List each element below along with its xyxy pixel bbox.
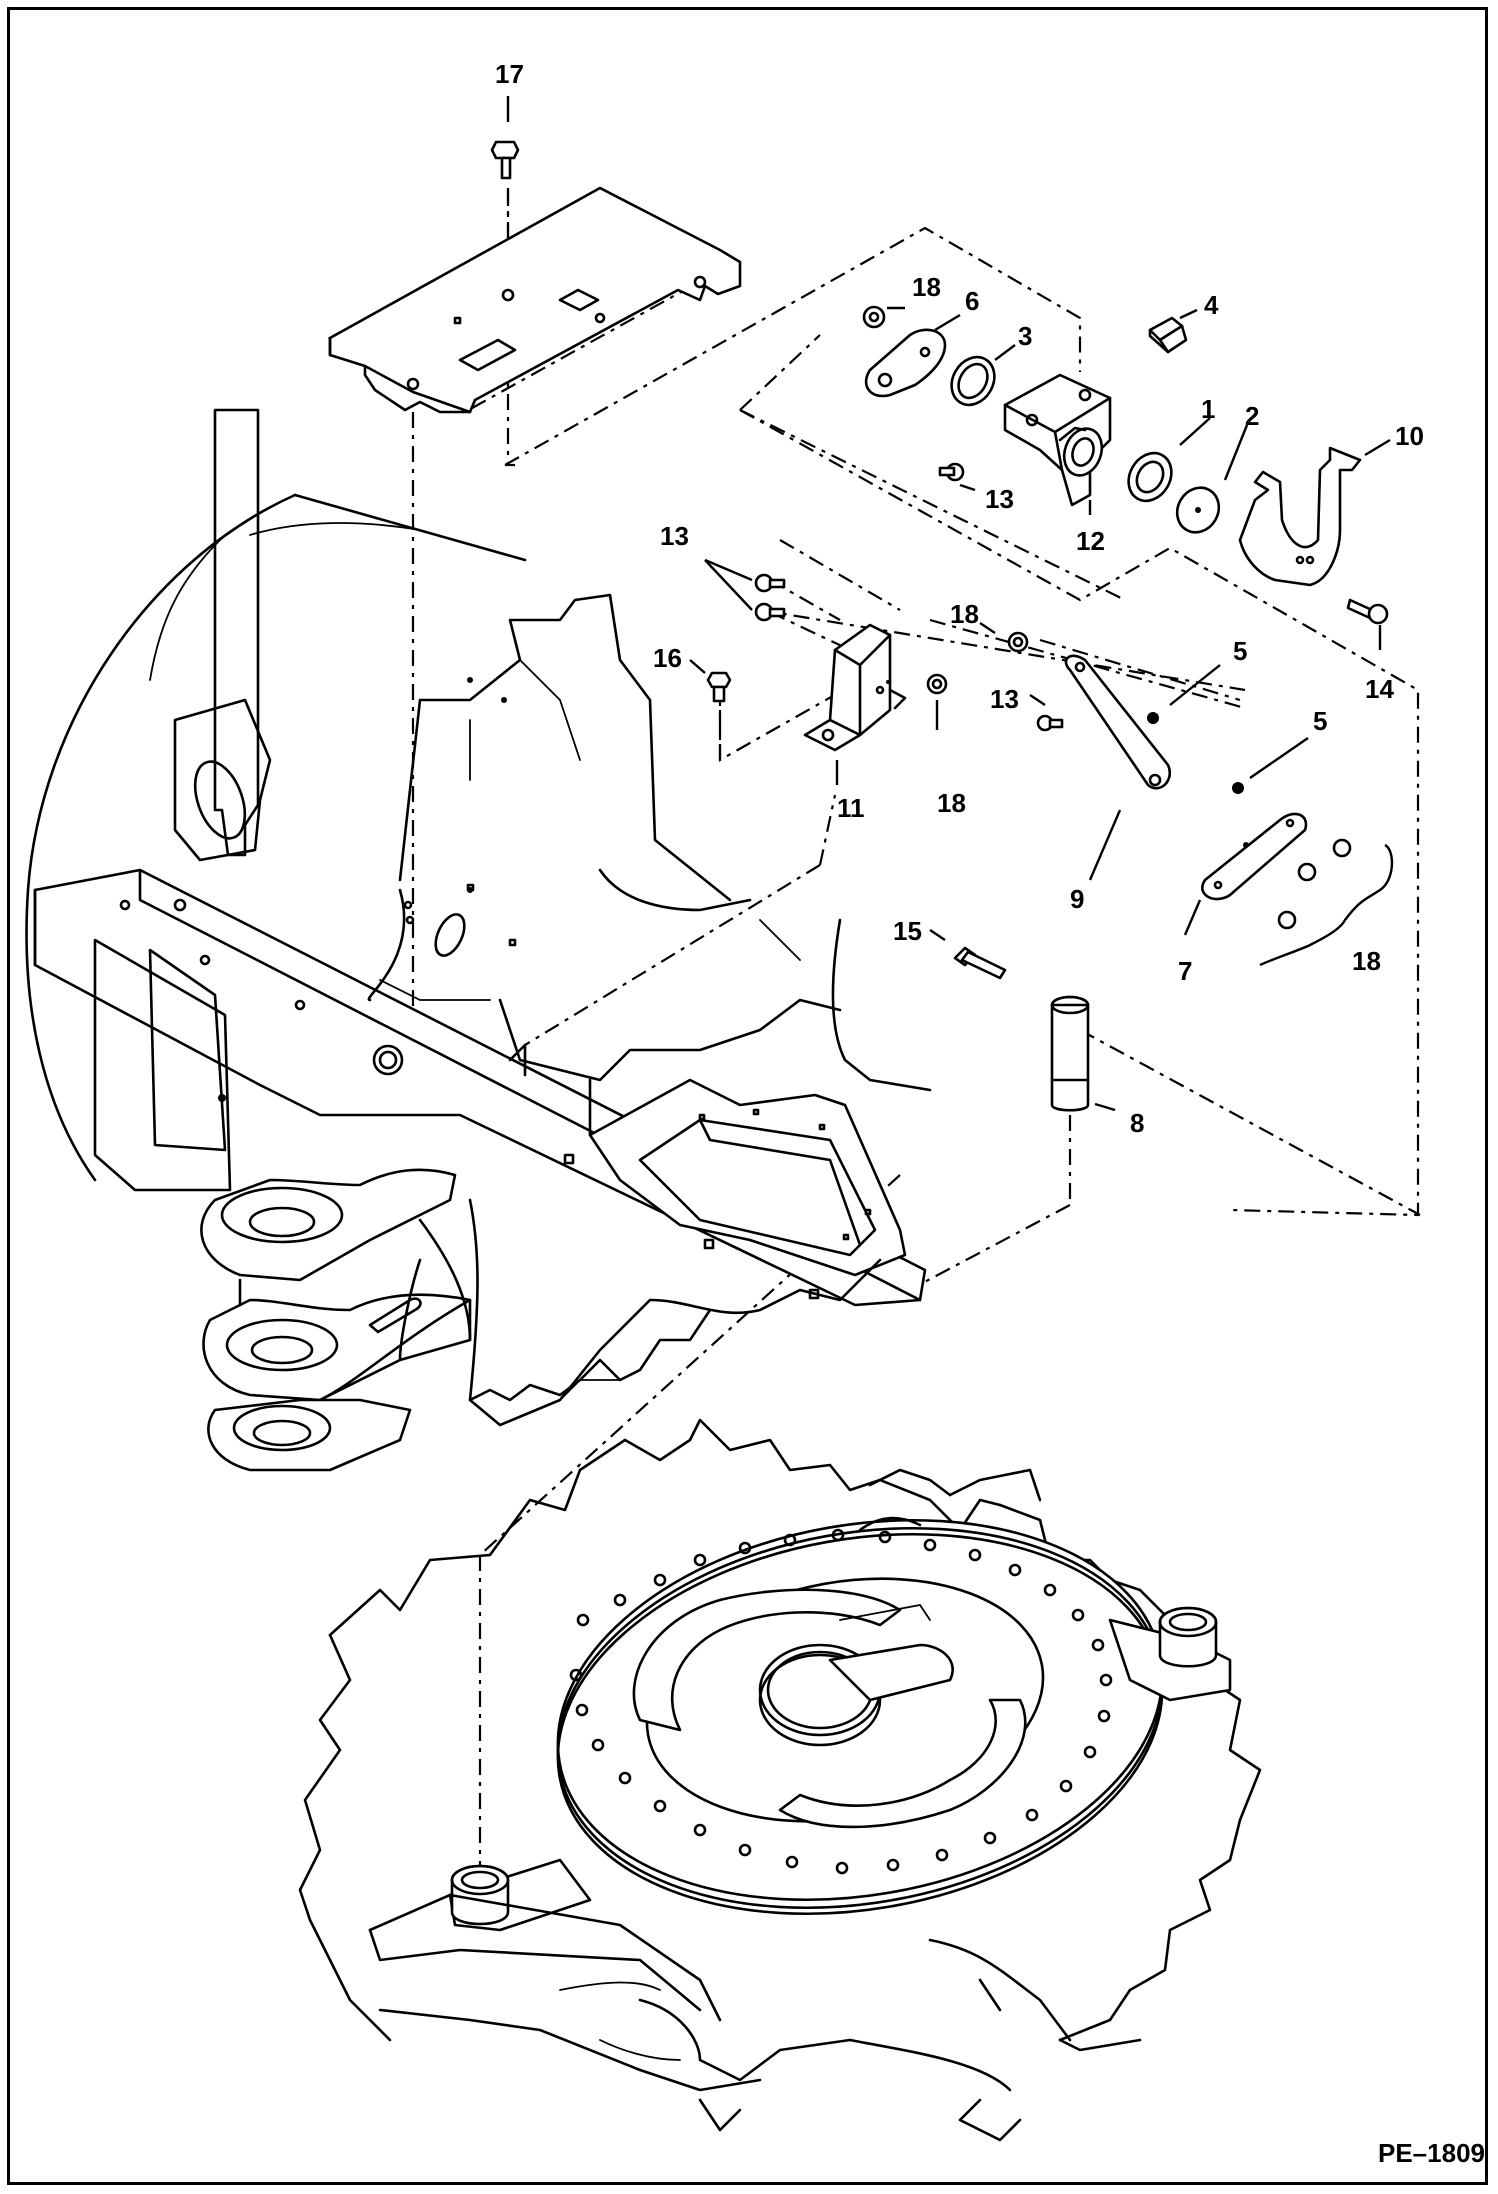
ring-bolt-holes (569, 1528, 1113, 1875)
callout-5: 5 (1313, 706, 1327, 736)
bracket-11 (803, 623, 907, 752)
upper-frame (25, 408, 932, 1472)
nut-18b (1007, 631, 1029, 653)
bolt-13b (938, 462, 965, 482)
callout-15: 15 (893, 916, 922, 946)
callout-18: 18 (1352, 946, 1381, 976)
callout-18: 18 (950, 599, 979, 629)
callout-13: 13 (985, 484, 1014, 514)
nuts-18d (1277, 838, 1352, 930)
pin-5a (1147, 712, 1159, 724)
callout-2: 2 (1245, 401, 1259, 431)
bracket-10 (1238, 446, 1362, 587)
callout-18: 18 (912, 272, 941, 302)
callout-16: 16 (653, 643, 682, 673)
nut-18c (926, 673, 948, 695)
bolt-16 (706, 671, 732, 703)
callout-7: 7 (1178, 956, 1192, 986)
plate-7 (1201, 812, 1308, 901)
callout-17: 17 (495, 59, 524, 89)
callout-13: 13 (990, 684, 1019, 714)
callout-13: 13 (660, 521, 689, 551)
disc-2 (1175, 486, 1221, 534)
callout-10: 10 (1395, 421, 1424, 451)
callout-1: 1 (1201, 394, 1215, 424)
screw-17 (490, 140, 520, 180)
bolts-13a (754, 573, 786, 622)
callout-8: 8 (1130, 1108, 1144, 1138)
bolt-14 (1346, 598, 1389, 625)
plate-6 (864, 328, 947, 398)
callout-12: 12 (1076, 526, 1105, 556)
leader-lines (506, 96, 1391, 1112)
callout-14: 14 (1365, 674, 1394, 704)
callout-5: 5 (1233, 636, 1247, 666)
pin-5b (1232, 782, 1244, 794)
document-id: PE–1809 (1378, 2138, 1485, 2168)
callout-9: 9 (1070, 884, 1084, 914)
callout-labels: 17 18 6 3 4 1 2 10 13 12 13 14 18 5 16 1… (495, 59, 1424, 1138)
callout-11: 11 (837, 793, 865, 823)
lever-9 (1064, 654, 1171, 790)
callout-18: 18 (937, 788, 966, 818)
callout-4: 4 (1204, 290, 1219, 320)
nut-18a (862, 305, 886, 329)
switch-4 (1148, 316, 1188, 354)
callout-3: 3 (1018, 321, 1032, 351)
bolt-15 (953, 946, 1007, 980)
callout-6: 6 (965, 286, 979, 316)
ring-3 (950, 355, 996, 407)
swing-bearing-assembly (298, 1418, 1262, 2142)
ring-1 (1127, 451, 1173, 503)
bolt-13c (1036, 714, 1064, 732)
pin-8 (1050, 995, 1090, 1112)
brace-18d (1259, 843, 1394, 967)
switch-bracket-12 (1003, 373, 1112, 507)
cover-plate (328, 186, 742, 414)
